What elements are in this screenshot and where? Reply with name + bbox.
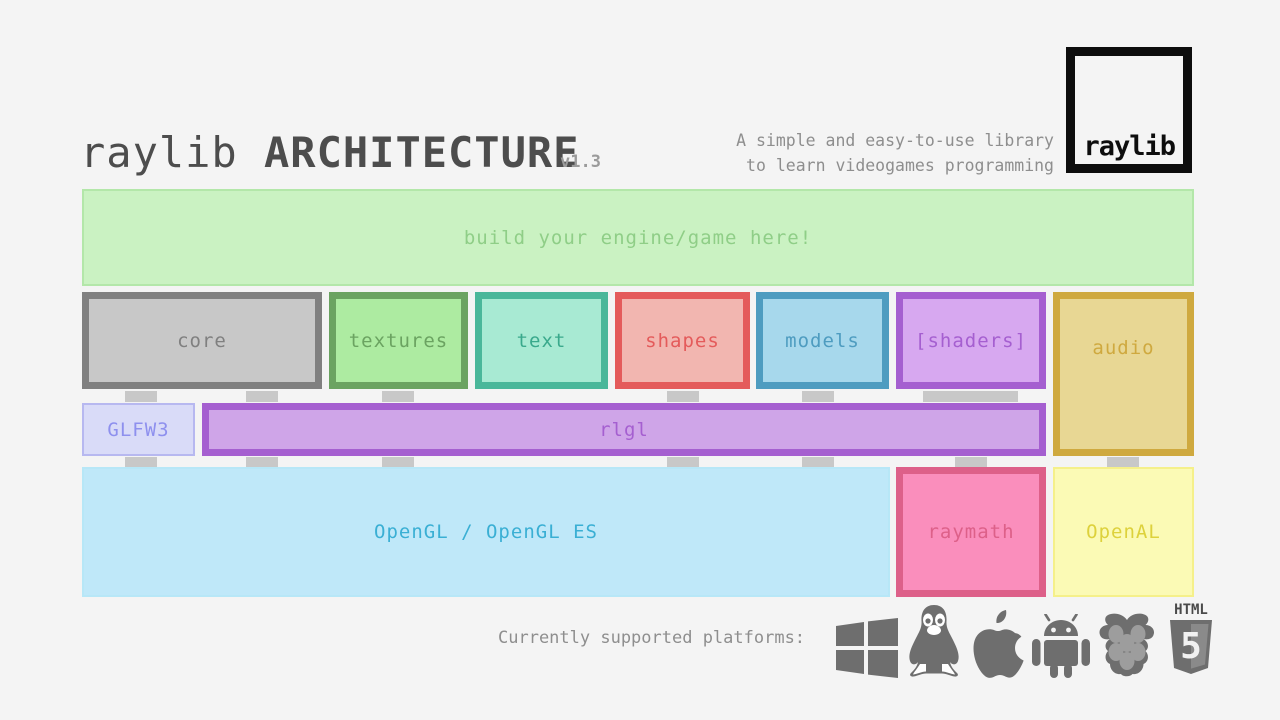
build-your-engine-banner: build your engine/game here! <box>82 189 1194 286</box>
tagline: A simple and easy-to-use library to lear… <box>736 128 1054 178</box>
page-title-bold: ARCHITECTURE <box>264 128 580 177</box>
layer-glfw3-label: GLFW3 <box>107 418 170 441</box>
connector-tab <box>802 457 834 468</box>
module-audio: audio <box>1053 292 1194 456</box>
module-audio-label: audio <box>1092 337 1155 359</box>
raspberry-pi-icon <box>1099 613 1155 677</box>
html5-badge-top: HTML <box>1174 602 1208 618</box>
connector-tab <box>802 391 834 402</box>
connector-tab <box>382 391 414 402</box>
module-shaders-label: [shaders] <box>915 329 1027 352</box>
html5-badge-number: 5 <box>1180 626 1202 667</box>
linux-tux-icon <box>909 605 959 677</box>
module-core-label: core <box>177 329 227 352</box>
android-icon <box>1032 614 1090 678</box>
connector-tab <box>125 391 157 402</box>
tagline-line-2: to learn videogames programming <box>746 156 1054 175</box>
raylib-logo: raylib <box>1066 47 1192 173</box>
apple-icon <box>973 610 1024 678</box>
layer-opengl-label: OpenGL / OpenGL ES <box>374 521 598 543</box>
module-text-label: text <box>516 329 567 352</box>
layer-openal-label: OpenAL <box>1086 521 1161 543</box>
tagline-line-1: A simple and easy-to-use library <box>736 131 1054 150</box>
module-shaders: [shaders] <box>896 292 1046 389</box>
module-shapes-label: shapes <box>645 329 720 352</box>
platform-icons-row: HTML 5 <box>836 600 1218 678</box>
module-text: text <box>475 292 608 389</box>
layer-opengl: OpenGL / OpenGL ES <box>82 467 890 597</box>
raylib-logo-text: raylib <box>1083 131 1176 162</box>
connector-tab <box>667 457 699 468</box>
module-models-label: models <box>785 329 860 352</box>
page-title-light: raylib <box>80 128 265 177</box>
module-models: models <box>756 292 889 389</box>
connector-tab <box>246 457 278 468</box>
module-shapes: shapes <box>615 292 750 389</box>
module-textures-label: textures <box>348 329 449 352</box>
version-label: v1.3 <box>560 152 601 172</box>
layer-raymath-label: raymath <box>927 521 1015 543</box>
module-textures: textures <box>329 292 468 389</box>
banner-label: build your engine/game here! <box>463 226 813 249</box>
windows-icon <box>836 618 898 678</box>
connector-tab <box>923 391 1018 402</box>
supported-platforms-label: Currently supported platforms: <box>498 628 806 648</box>
connector-tab <box>246 391 278 402</box>
layer-rlgl-label: rlgl <box>599 418 649 441</box>
layer-rlgl: rlgl <box>202 403 1046 456</box>
layer-raymath: raymath <box>896 467 1046 597</box>
connector-tab <box>667 391 699 402</box>
page-title: raylib ARCHITECTURE <box>80 128 579 177</box>
connector-tab <box>382 457 414 468</box>
connector-tab <box>1107 457 1139 468</box>
html5-icon: HTML 5 <box>1170 602 1212 674</box>
module-core: core <box>82 292 322 389</box>
layer-openal: OpenAL <box>1053 467 1194 597</box>
connector-tab <box>955 457 987 468</box>
connector-tab <box>125 457 157 468</box>
layer-glfw3: GLFW3 <box>82 403 195 456</box>
